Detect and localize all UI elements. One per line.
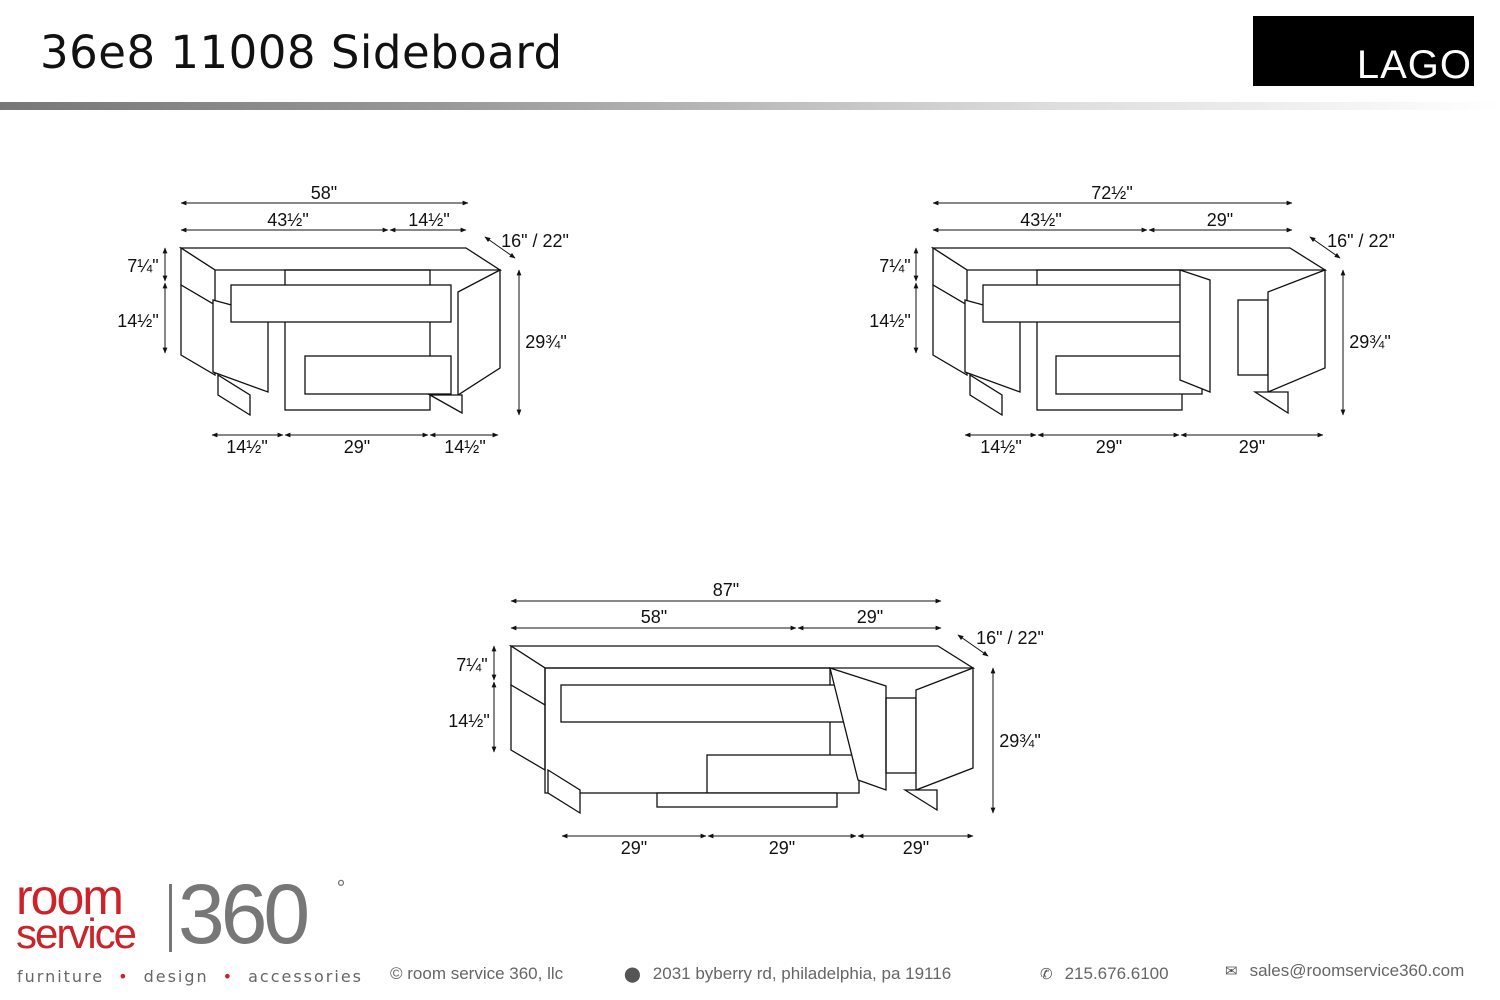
dim-height: 29¾"	[525, 332, 566, 352]
dim-depth: 16" / 22"	[501, 231, 569, 251]
dim-bottom: 14½"	[980, 437, 1021, 457]
page-title: 36e8 11008 Sideboard	[40, 26, 563, 79]
dim-top-right: 14½"	[408, 210, 449, 230]
dim-drawer-mid: 14½"	[117, 311, 158, 331]
address-text: 2031 byberry rd, philadelphia, pa 19116	[652, 964, 952, 983]
dim-top-right: 29"	[857, 607, 883, 627]
dim-bottom: 29"	[1096, 437, 1122, 457]
tagline-item: furniture	[17, 967, 105, 986]
dim-bottom: 14½"	[444, 437, 485, 457]
dim-overall: 58"	[311, 183, 337, 203]
logo-service: service	[16, 910, 137, 957]
phone-icon: ✆	[1040, 966, 1053, 983]
dim-depth: 16" / 22"	[976, 628, 1044, 648]
diagram-58-labels: 58" 43½" 14½" 16" / 22" 7¼" 14½" 29¾" 14…	[117, 183, 569, 457]
dim-top-left: 43½"	[267, 210, 308, 230]
diagram-72-labels: 72½" 43½" 29" 16" / 22" 7¼" 14½" 29¾" 14…	[869, 183, 1395, 457]
dim-drawer-top: 7¼"	[879, 256, 910, 276]
dim-bottom: 29"	[344, 437, 370, 457]
dim-bottom: 29"	[621, 838, 647, 858]
copyright: © room service 360, llc	[390, 964, 564, 983]
degree-icon: °	[336, 876, 346, 900]
tagline-item: accessories	[248, 967, 363, 986]
dim-drawer-mid: 14½"	[869, 311, 910, 331]
tagline-item: design	[143, 967, 209, 986]
diagram-58-drawing	[178, 246, 503, 417]
diagram-87-drawing	[508, 644, 976, 815]
lago-logo-text: LAGO	[1356, 43, 1472, 87]
tagline: furniture•design•accessories	[17, 967, 363, 986]
map-pin-icon: ⬤	[624, 966, 641, 983]
dim-depth: 16" / 22"	[1327, 231, 1395, 251]
logo-360: 360	[178, 867, 310, 961]
logo-room: room	[16, 869, 124, 925]
dim-bottom: 14½"	[226, 437, 267, 457]
dim-bottom: 29"	[1239, 437, 1265, 457]
phone-text[interactable]: 215.676.6100	[1064, 964, 1169, 983]
address: ⬤ 2031 byberry rd, philadelphia, pa 19116	[624, 964, 951, 984]
lago-logo: LAGO	[1253, 16, 1474, 87]
logo-divider	[169, 884, 172, 952]
envelope-icon: ✉	[1225, 963, 1238, 980]
diagram-87-labels: 87" 58" 29" 16" / 22" 7¼" 14½" 29¾" 29" …	[448, 580, 1044, 858]
dim-overall: 72½"	[1091, 183, 1132, 203]
dim-drawer-mid: 14½"	[448, 711, 489, 731]
dim-bottom: 29"	[903, 838, 929, 858]
dim-drawer-top: 7¼"	[456, 655, 487, 675]
phone[interactable]: ✆ 215.676.6100	[1040, 964, 1169, 984]
diagram-72-drawing	[930, 246, 1328, 417]
header-divider	[0, 102, 1500, 110]
dim-drawer-top: 7¼"	[127, 256, 158, 276]
email-link[interactable]: sales@roomservice360.com	[1249, 961, 1465, 980]
dim-bottom: 29"	[769, 838, 795, 858]
email[interactable]: ✉ sales@roomservice360.com	[1225, 961, 1464, 981]
dim-overall: 87"	[713, 580, 739, 600]
dim-top-left: 58"	[641, 607, 667, 627]
dimension-lines	[162, 200, 1346, 839]
dim-height: 29¾"	[999, 731, 1040, 751]
dim-top-right: 29"	[1207, 210, 1233, 230]
dim-top-left: 43½"	[1020, 210, 1061, 230]
dim-height: 29¾"	[1349, 332, 1390, 352]
